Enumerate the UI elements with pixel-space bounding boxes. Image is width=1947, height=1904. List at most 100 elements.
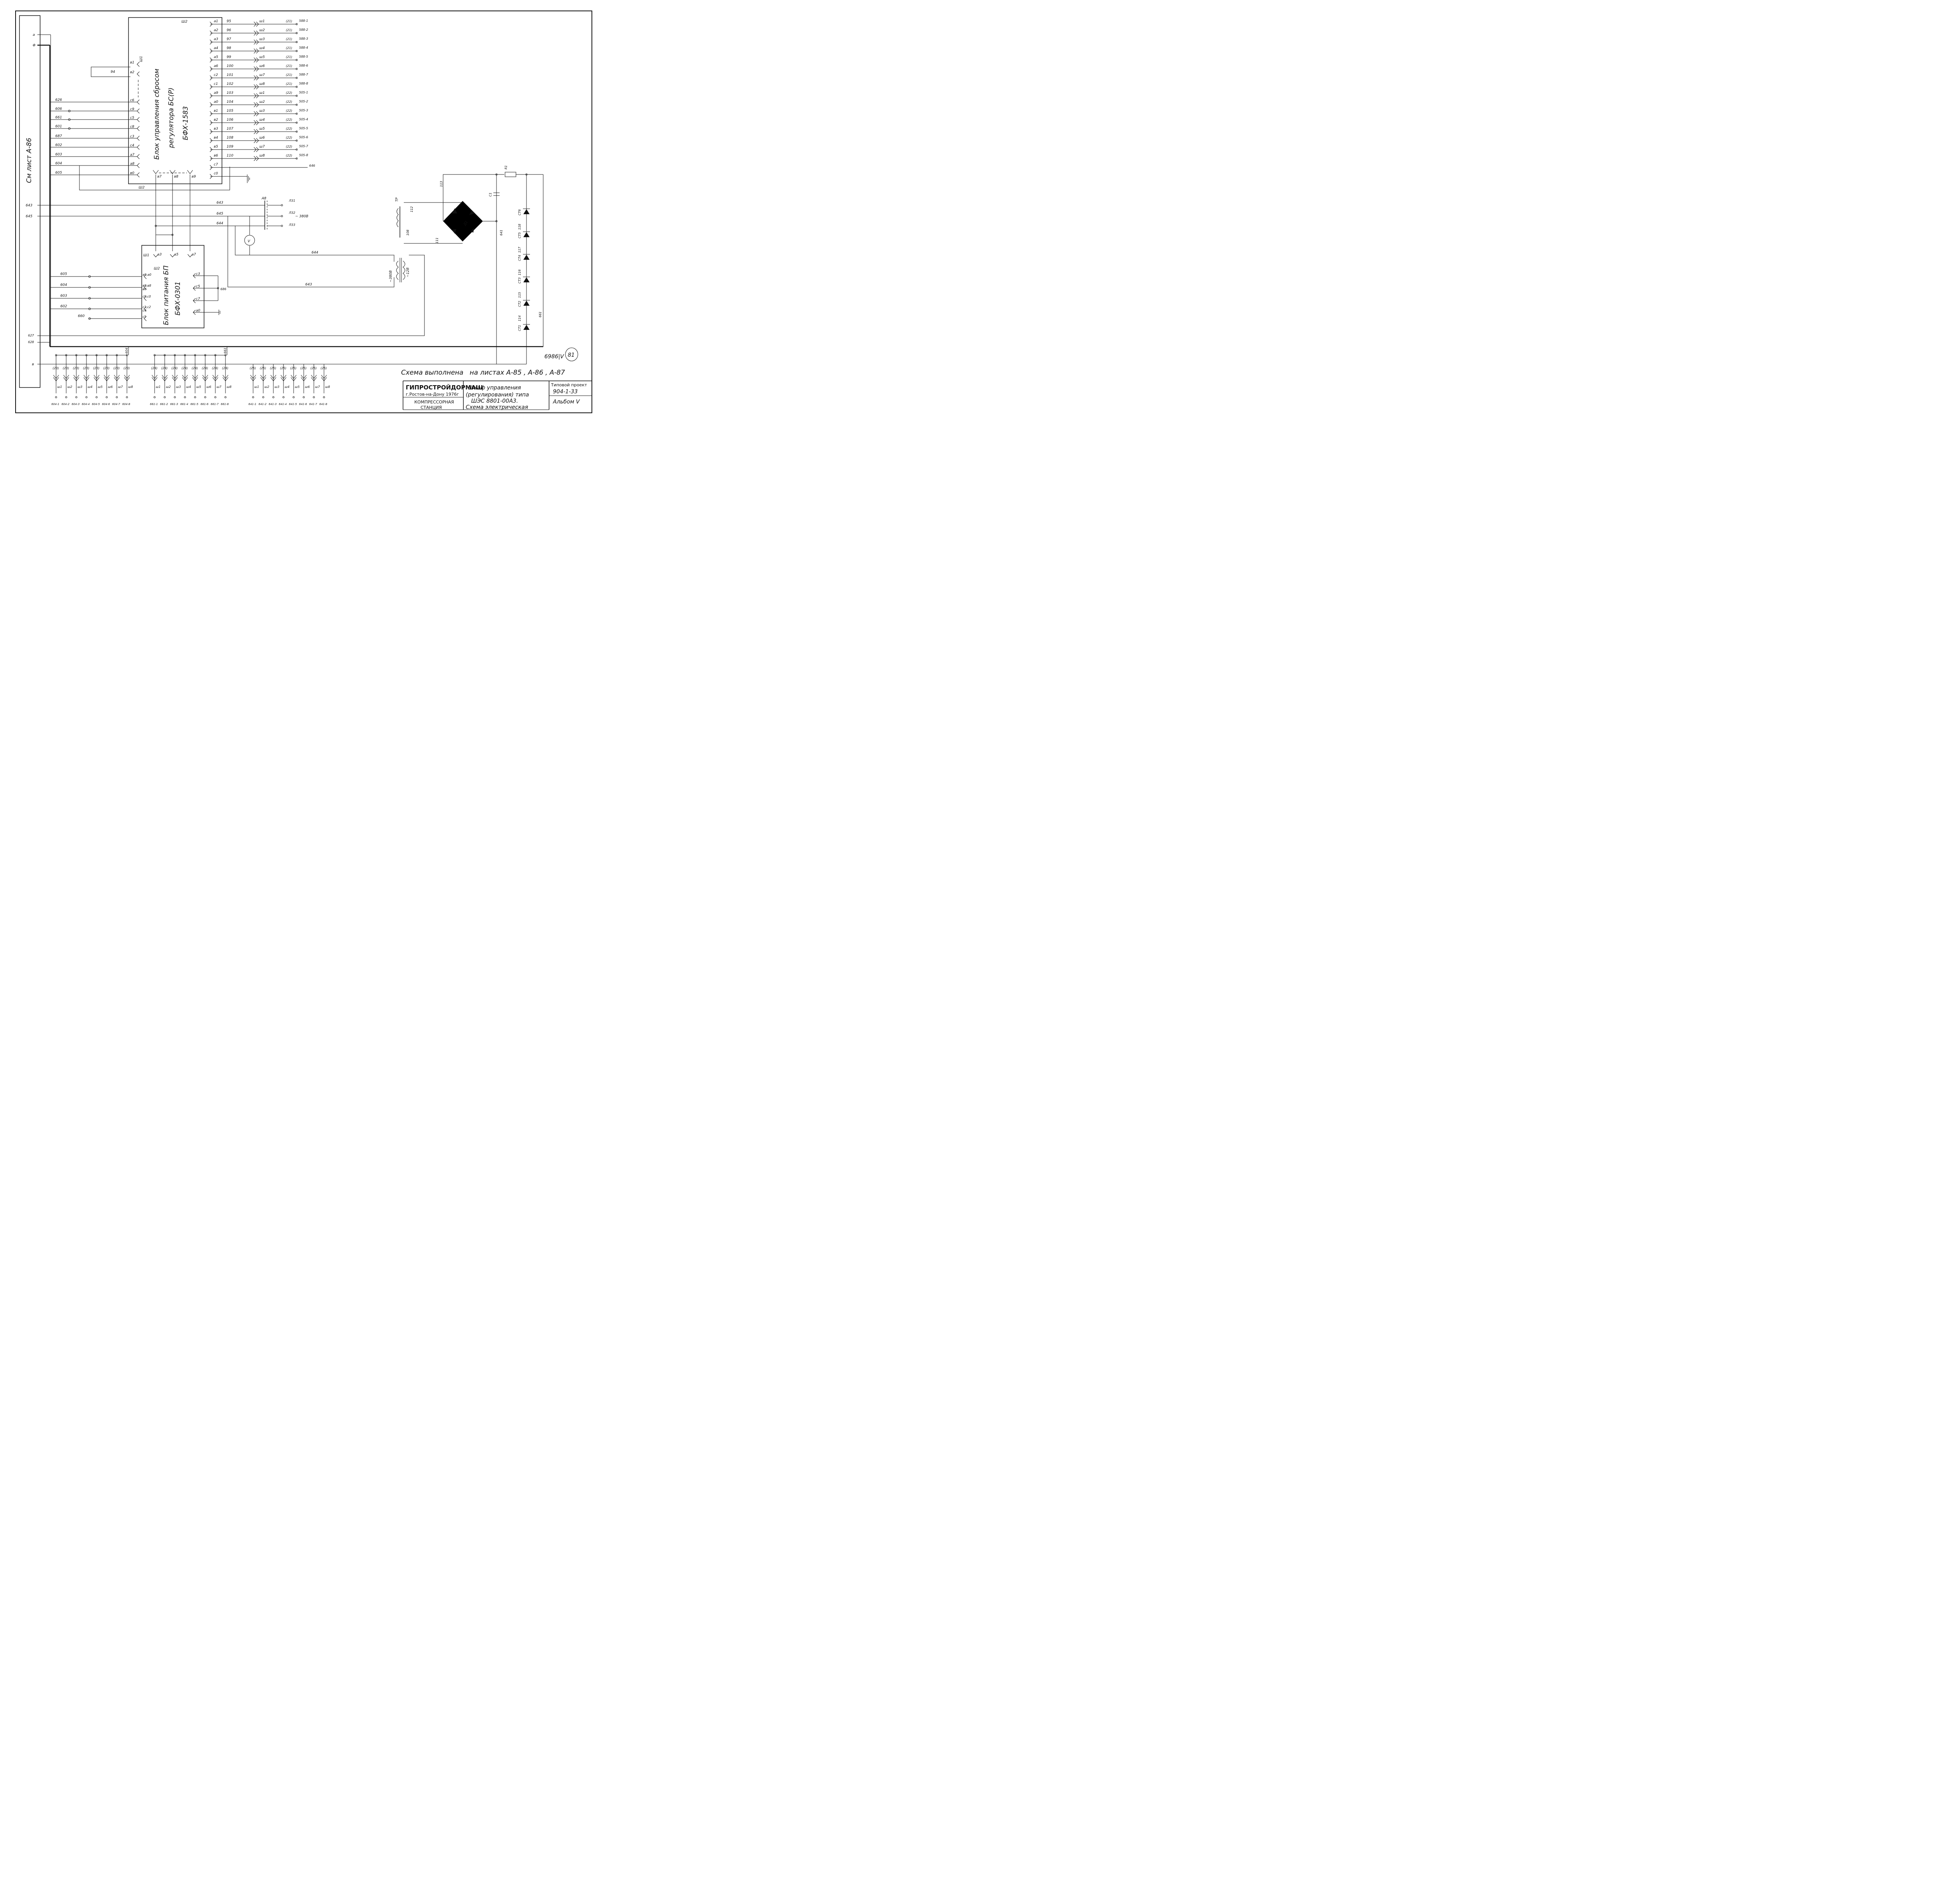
pin-a: а xyxy=(33,33,35,37)
project-number: 904-1-33 xyxy=(553,389,578,395)
zener-label: СТ1 xyxy=(518,325,521,331)
bs-left-pin: в0 605 xyxy=(51,171,140,178)
terminal-plug-label: ш7 xyxy=(118,385,123,389)
wire-641-label: 641 xyxy=(500,230,503,236)
album-number: Альбом V xyxy=(553,399,580,405)
pin-v: в xyxy=(32,363,34,366)
terminal-label: 641-5 xyxy=(289,403,297,406)
object-name-1: КОМПРЕССОРНАЯ xyxy=(414,400,454,405)
bs-terminal-label: 588-4 xyxy=(299,46,308,49)
terminal-label: 604-8 xyxy=(122,403,130,406)
bs-plug-label: ш5 xyxy=(259,55,265,59)
bs-plug-label: ш1 xyxy=(259,19,265,23)
terminal-label: 604-6 xyxy=(102,403,110,406)
bs-right-wire-label: 105 xyxy=(227,109,233,113)
wire-661-label: 661 xyxy=(539,312,542,317)
terminal-group-number: (23) xyxy=(123,366,130,370)
terminal-group-number: (23) xyxy=(93,366,99,370)
bp-title-1: Блок питания БП xyxy=(162,265,170,325)
zener-label: СТ6 xyxy=(518,209,521,215)
bs-connector-bottom: Ш2 xyxy=(139,186,145,190)
bs-plug-label: ш4 xyxy=(259,118,265,122)
bp-left-wire-label: 603 xyxy=(60,294,67,298)
terminal-label: 661-4 xyxy=(180,403,188,406)
terminal-plug-label: ш2 xyxy=(166,385,171,389)
bs-right-pin-label: с0 xyxy=(214,172,218,176)
terminal-group-number: (23) xyxy=(53,366,59,370)
bs-left-pin-label: с4 xyxy=(130,144,134,148)
terminal-plug-label: ш5 xyxy=(295,385,299,389)
wire-604-return xyxy=(79,166,230,190)
bs-bottom-pin-label: в9 xyxy=(192,175,196,179)
terminal-plug-label: ш6 xyxy=(206,385,211,389)
pin-643: 643 xyxy=(26,204,32,208)
title-block: ГИПРОСТРОЙДОРМАШ г.Ростов-на-Дону 1976г … xyxy=(403,380,592,410)
bs-terminal-label: 588-8 xyxy=(299,82,308,85)
supply-voltage: ~ 380В xyxy=(295,215,308,218)
terminal-label: 604-7 xyxy=(112,403,120,406)
terminal-plug-label: ш7 xyxy=(217,385,222,389)
terminal-group-number: (25) xyxy=(310,366,317,370)
bp-top-pin-label: а5 xyxy=(174,253,179,257)
capacitor-label: С1 xyxy=(489,192,492,197)
pin-628: 628 xyxy=(28,340,34,344)
bs-plug-label: ш2 xyxy=(259,100,265,104)
bs-control-block: Ш2 Ш2 Ш1 Блок управления сбросом регулят… xyxy=(51,17,315,190)
terminal-plug-label: ш5 xyxy=(98,385,102,389)
title-line-1: Шкаф управления xyxy=(468,385,521,391)
bs-left-wire-label: 605 xyxy=(55,171,62,175)
bs-left-wire-label: 604 xyxy=(55,162,62,166)
bs-group-label: (21) xyxy=(286,46,292,50)
title-line-4: Схема электрическая xyxy=(466,404,528,410)
bs-plug-label: ш8 xyxy=(259,154,265,158)
wire-113: 113 xyxy=(440,181,443,187)
bs-left-pin-label: а8 xyxy=(130,162,135,166)
bs-group-label: (22) xyxy=(286,136,292,139)
bs-right-pin: с0 xyxy=(209,172,250,183)
bp-left-pin-label: а9,а0 xyxy=(143,273,151,277)
terminal-plug-label: ш8 xyxy=(325,385,330,389)
bs-connector-top: Ш1 xyxy=(139,56,143,62)
terminal-label: 661-2 xyxy=(160,403,168,406)
bs-terminal-label: 505-3 xyxy=(299,109,308,112)
bs-bottom-pin-label: в8 xyxy=(174,175,178,179)
bs-group-label: (22) xyxy=(286,127,292,130)
terminal-group-number: (25) xyxy=(260,366,266,370)
bs-connector-label: Ш2 xyxy=(181,20,188,24)
bs-title-2: регулятора БС(Р) xyxy=(167,88,175,148)
bs-plug-label: ш7 xyxy=(259,73,265,77)
bp-left-pin-label: в9,в8 xyxy=(143,284,151,287)
bs-group-label: (22) xyxy=(286,118,292,122)
bs-plug-label: ш7 xyxy=(259,145,265,149)
terminal-plug-label: ш3 xyxy=(275,385,279,389)
bs-terminal-label: 505-4 xyxy=(299,118,308,121)
bs-title-1: Блок управления сбросом xyxy=(153,69,161,160)
bs-left-pin-label: в2 xyxy=(130,70,134,74)
bs-right-pin-label: в5 xyxy=(214,145,218,149)
terminal-label: 661-3 xyxy=(170,403,178,406)
bs-plug-label: ш3 xyxy=(259,37,265,41)
terminal-plug-label: ш1 xyxy=(156,385,160,389)
bs-right-pin-label: а4 xyxy=(214,46,218,50)
transformer-name: ТР xyxy=(395,197,399,202)
bs-group-label: (21) xyxy=(286,73,292,77)
bs-plug-label: ш8 xyxy=(259,82,265,86)
bus-604-label: 604 xyxy=(125,348,129,354)
bs-left-pin-label: в0 xyxy=(130,171,134,175)
transformer-primary: ~380В xyxy=(389,270,393,282)
